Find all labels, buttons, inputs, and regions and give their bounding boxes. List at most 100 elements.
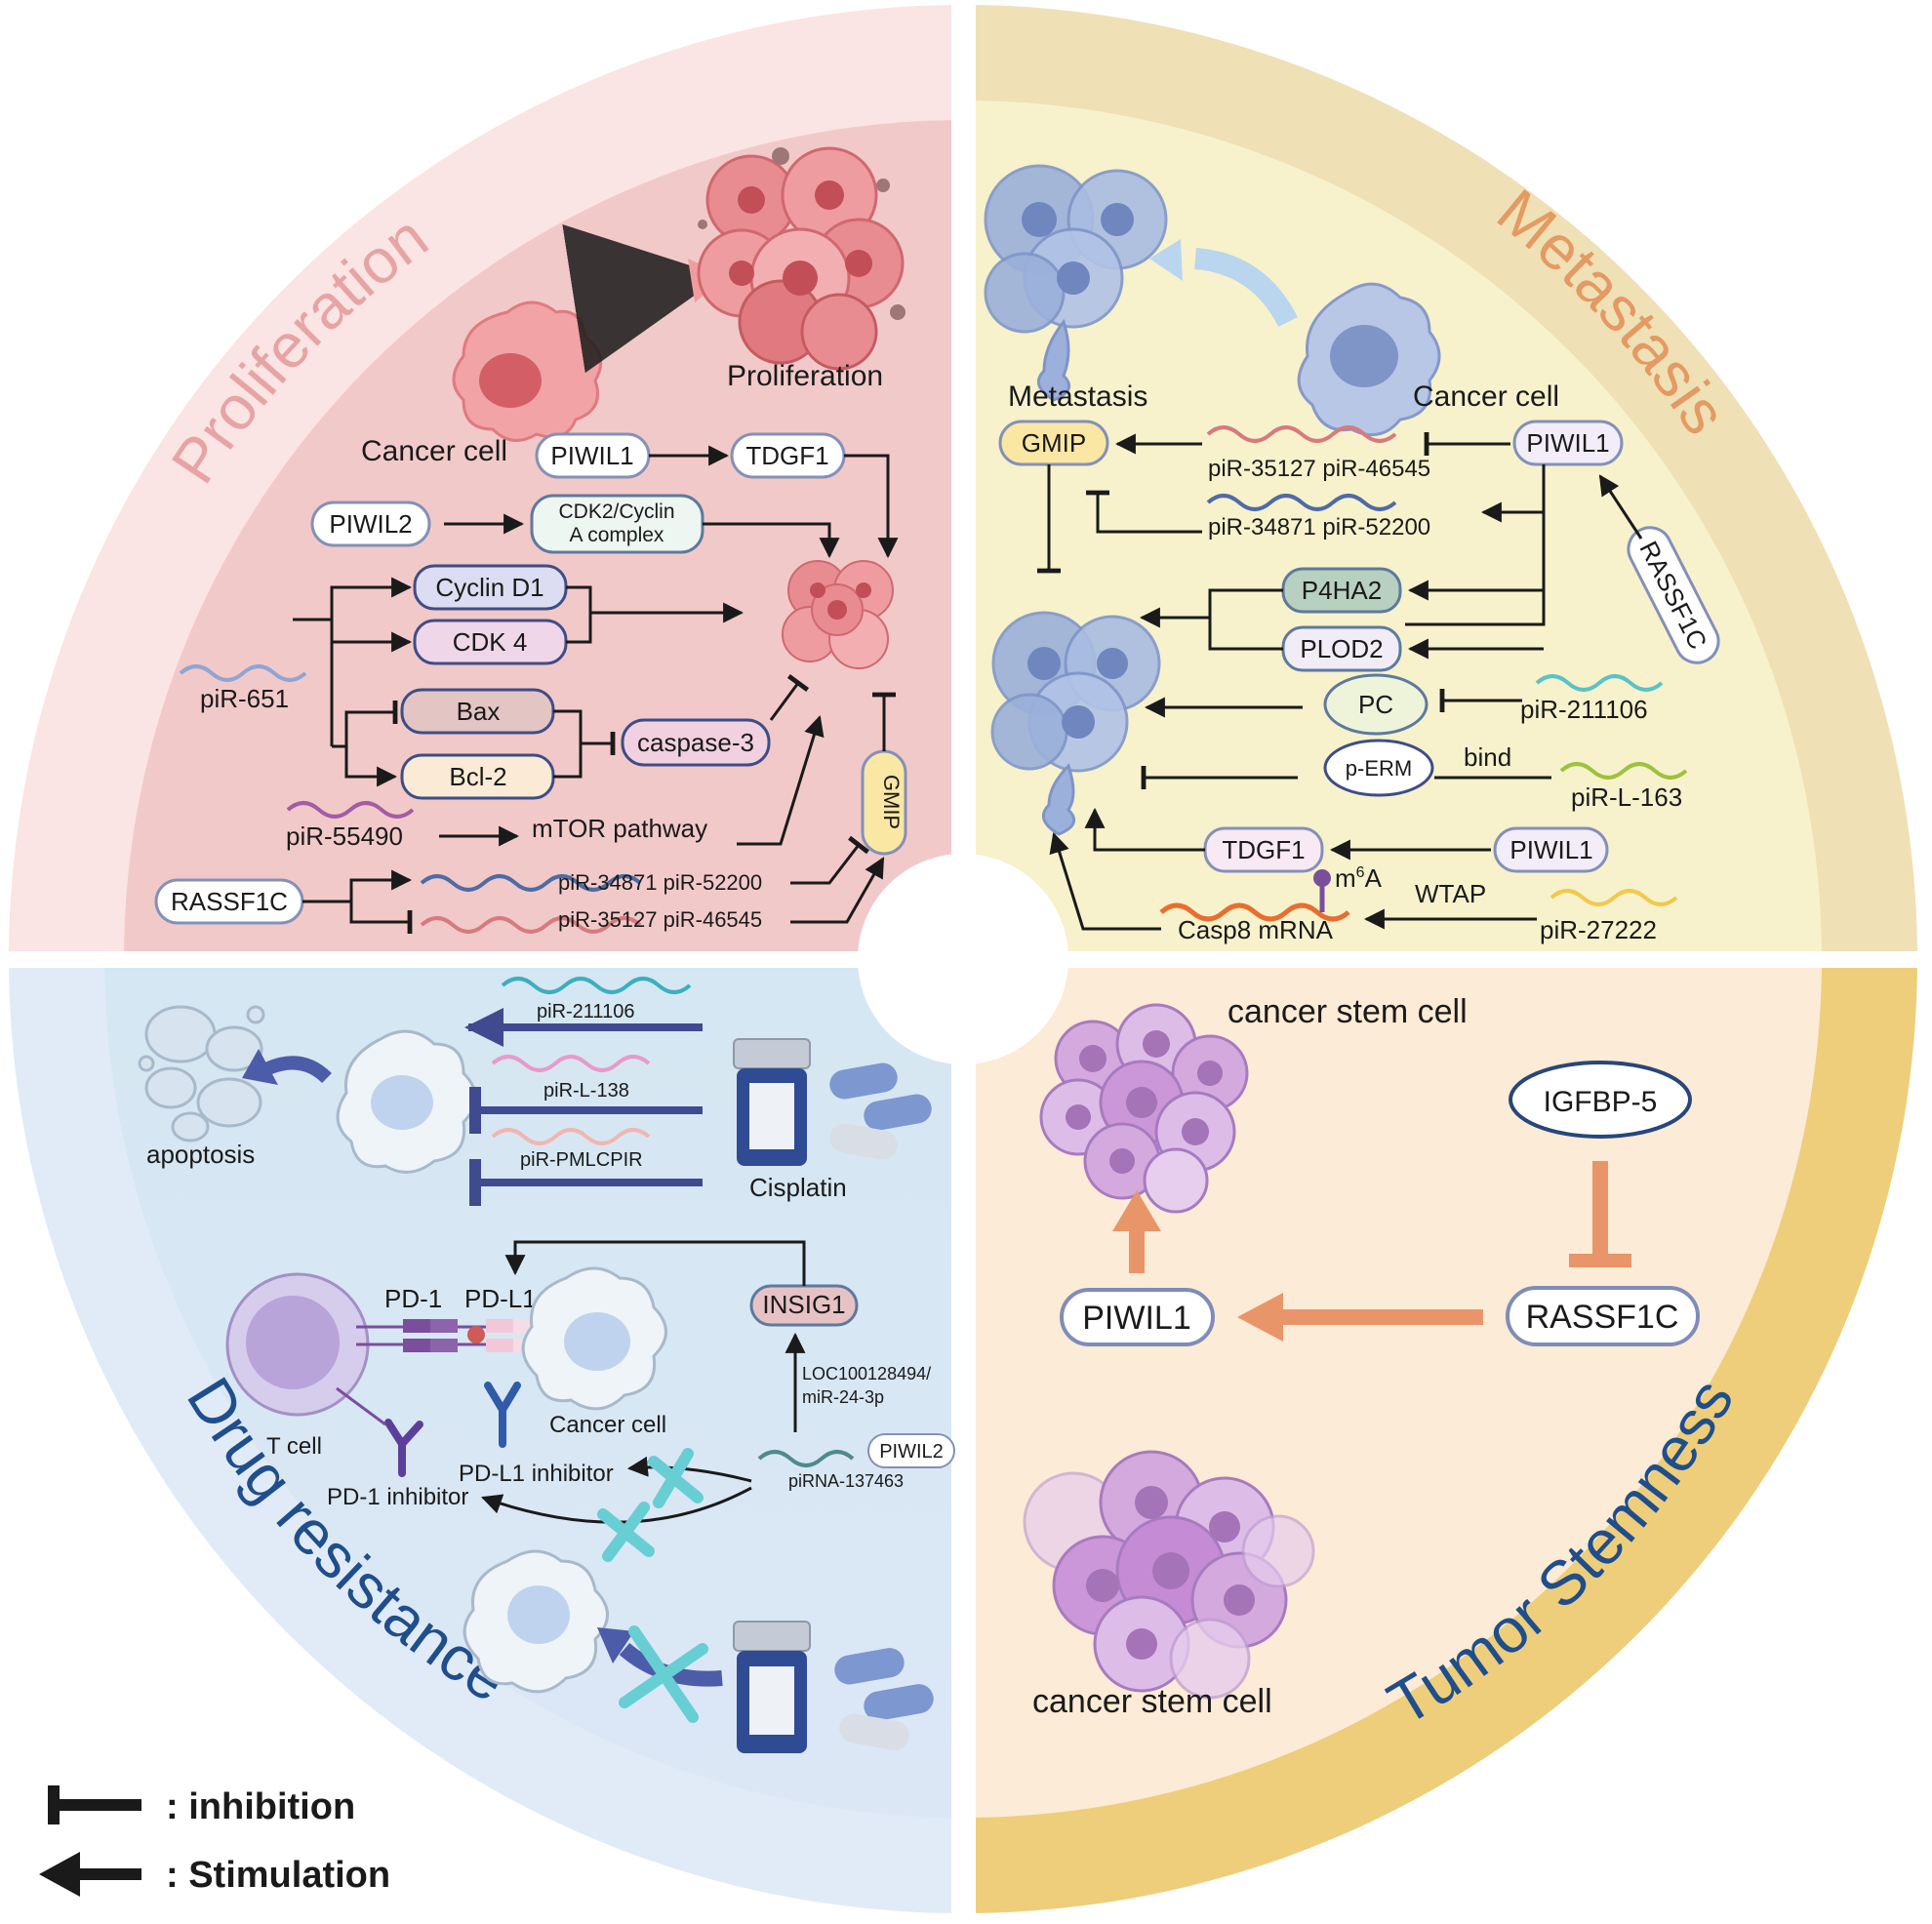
metastasis-inner-disc	[976, 100, 1822, 951]
cisplatin-capsules-icon	[829, 1062, 932, 1160]
pirna137463-label: piRNA-137463	[788, 1471, 904, 1491]
prolif-piwil2-label: PIWIL2	[329, 509, 412, 539]
casp8-label: Casp8 mRNA	[1178, 915, 1334, 944]
meta-cancer-cell-label: Cancer cell	[1413, 381, 1559, 413]
drug-pirPML-wave	[491, 1128, 651, 1145]
cdk2-label-line2: A complex	[570, 524, 664, 546]
meta-tdgf1-label: TDGF1	[1222, 835, 1305, 864]
stem-rassf1c-label: RASSF1C	[1526, 1299, 1679, 1336]
legend-stimulation-label: : Stimulation	[166, 1855, 390, 1896]
drug-pirPML-label: piR-PMLCPIR	[520, 1149, 643, 1171]
apoptotic-fragments	[138, 1005, 265, 1142]
resistance-bottle-icon	[733, 1621, 811, 1753]
drug-inner-disc	[104, 968, 951, 1818]
casp8-mrna-wave	[1159, 902, 1350, 922]
wtap-label: WTAP	[1415, 879, 1486, 908]
mtor-to-cluster-arrow	[737, 714, 825, 846]
prolif-pirpair1-label: piR-34871 piR-52200	[558, 870, 762, 895]
meta-pir211106-wave	[1535, 674, 1664, 692]
plod2-label: PLOD2	[1300, 634, 1383, 663]
legend-inhibition-label: : inhibition	[166, 1786, 355, 1827]
m6a-mark-icon	[1313, 869, 1331, 887]
resistance-capsules-icon	[834, 1648, 934, 1750]
pdl1-inhibitor-label: PD-L1 inhibitor	[459, 1461, 614, 1487]
resistance-blocked-cross-icon	[619, 1625, 708, 1723]
meta-pir27222-label: piR-27222	[1540, 915, 1657, 944]
blue-cancer-cell	[1297, 282, 1441, 437]
drug-pirL138-wave	[491, 1055, 651, 1072]
prolif-cancer-cell-label: Cancer cell	[361, 435, 507, 467]
bind-label: bind	[1464, 742, 1511, 772]
rassf1c-to-piwil1-arrow	[1598, 474, 1643, 540]
meta-pirL163-label: piR-L-163	[1571, 782, 1682, 812]
prolif-gmip-label: GMIP	[879, 775, 904, 829]
apoptosis-arrowhead	[242, 1049, 278, 1085]
pd1-inhibitor-label: PD-1 inhibitor	[327, 1484, 468, 1510]
insig1-label: INSIG1	[762, 1290, 845, 1319]
metastasis-outcome-label: Metastasis	[1008, 381, 1147, 413]
drug-pir211106-wave	[501, 977, 692, 994]
pink-cell-cluster	[697, 146, 906, 371]
cyclin-cdk4-bracket	[566, 585, 592, 644]
drug-pir211106-label: piR-211106	[537, 1001, 634, 1022]
pirpair1-wave	[420, 874, 642, 892]
pirpair1-inhibits-gmip	[790, 835, 869, 885]
bcl2-label: Bcl-2	[449, 762, 506, 791]
tcell-antibody-tether	[336, 1386, 386, 1426]
blocked-cross-icon	[597, 1448, 704, 1562]
cisplatin-bottle-icon	[733, 1038, 811, 1166]
pir55490-wave	[286, 801, 415, 819]
tdgf1-to-cluster-arrow	[844, 454, 899, 559]
meta-piwil1-top-label: PIWIL1	[1526, 428, 1609, 458]
legend-stimulation-arrowhead	[39, 1852, 80, 1897]
blue-metastasis-cluster-top	[984, 164, 1168, 402]
loc-label-line1: LOC100128494/	[802, 1364, 931, 1383]
prolif-rassf1c-label: RASSF1C	[171, 887, 288, 916]
piwil1-to-p4ha2-line	[1405, 464, 1546, 626]
apoptosis-label: apoptosis	[146, 1140, 255, 1169]
bax-label: Bax	[457, 697, 501, 726]
pir651-inhibits-bax	[332, 701, 398, 748]
metastasis-stimulation-arrow	[1193, 248, 1298, 328]
csc-top-label: cancer stem cell	[1228, 993, 1468, 1030]
prolif-piwil1-label: PIWIL1	[550, 441, 633, 470]
rassf1c-to-pirpair1	[349, 869, 413, 902]
drug-cancer-cell-label: Cancer cell	[549, 1412, 666, 1438]
meta-pc-node	[1323, 673, 1429, 736]
prolif-tdgf1-label: TDGF1	[745, 441, 828, 470]
pd1-inhibitor-antibody-icon	[384, 1419, 423, 1477]
pir651-wave	[179, 664, 307, 682]
caspase3-label: caspase-3	[637, 728, 754, 757]
pc-label: PC	[1358, 690, 1393, 719]
pink-target-cluster	[782, 560, 894, 669]
legend: : inhibition : Stimulation	[39, 1785, 390, 1897]
drug-cancer-cell-top	[336, 1029, 477, 1174]
stem-piwil1-label: PIWIL1	[1082, 1300, 1190, 1337]
m6a-label: m6A	[1335, 863, 1383, 893]
meta-pir27222-wave	[1550, 889, 1678, 906]
igfbp5-label: IGFBP-5	[1544, 1086, 1658, 1118]
meta-gmip-label: GMIP	[1022, 428, 1086, 458]
pirna137463-wave	[757, 1450, 855, 1467]
pdl1-label: PD-L1	[464, 1284, 537, 1313]
meta-pirpair-top-label: piR-35127 piR-46545	[1208, 456, 1430, 482]
tdgf1-to-cluster-arrow	[1084, 807, 1205, 852]
drug-piwil2-node	[867, 1433, 955, 1468]
pirna-to-pd1-inhibitor-arrow	[481, 1486, 752, 1524]
cisplatin-label: Cisplatin	[749, 1173, 847, 1202]
cdk2-label-line1: CDK2/Cyclin	[558, 501, 674, 523]
igfbp5-node	[1509, 1061, 1692, 1139]
meta-pirpair-bottom-wave	[1206, 494, 1397, 511]
stem-piwil1-node	[1060, 1288, 1215, 1346]
csc-bottom-label: cancer stem cell	[1032, 1683, 1272, 1720]
pirpair-bottom-inhibits-gmip	[1086, 490, 1202, 534]
pirpair2-to-gmip	[790, 857, 885, 924]
tumor-stemness-quadrant: cancer stem cell IGFBP-5 PIWIL1 RASSF1C	[1023, 993, 1700, 1720]
center-hole	[858, 854, 1068, 1064]
metastasis-quadrant: Metastasis Cancer cell GMIP piR-35127 pi…	[984, 164, 1720, 944]
pirna-to-pdl1-inhibitor-arrow	[626, 1456, 752, 1483]
meta-pirL163-wave	[1559, 762, 1688, 780]
meta-gmip-node	[998, 420, 1109, 466]
rassf1c-to-piwil1-arrowhead	[1237, 1293, 1283, 1342]
caspase3-inhibits-cluster	[769, 673, 810, 721]
